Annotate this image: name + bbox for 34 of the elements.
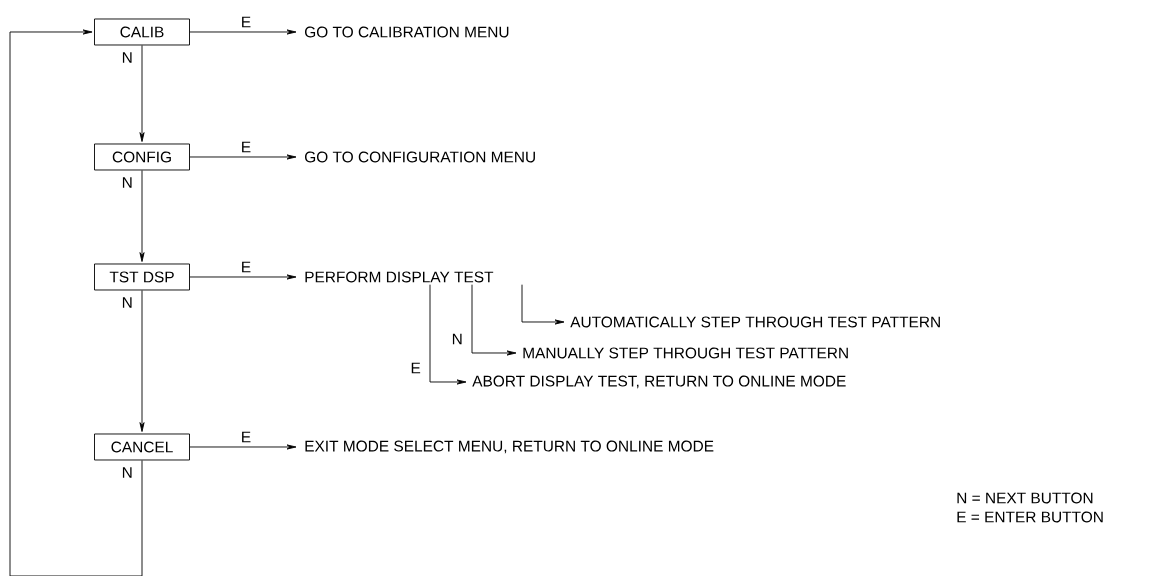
arrow xyxy=(189,154,297,160)
arrow xyxy=(189,29,297,35)
action-text: AUTOMATICALLY STEP THROUGH TEST PATTERN xyxy=(570,316,940,328)
edge-label: N xyxy=(450,332,464,346)
arrow xyxy=(9,29,143,576)
arrow xyxy=(139,170,145,262)
process-box: CANCEL xyxy=(94,433,190,461)
edge-label: E xyxy=(239,140,253,154)
arrow xyxy=(471,284,517,356)
arrow xyxy=(521,284,565,325)
arrow xyxy=(429,284,467,385)
edge-label: E xyxy=(239,15,253,29)
arrow xyxy=(139,45,145,142)
arrow xyxy=(189,444,297,450)
legend-note: E = ENTER BUTTON xyxy=(957,511,1103,523)
process-box: CALIB xyxy=(94,18,190,46)
edge-label: E xyxy=(239,430,253,444)
edge-label: N xyxy=(120,176,134,189)
action-text: GO TO CALIBRATION MENU xyxy=(305,26,509,38)
edge-label: N xyxy=(120,466,134,479)
action-text: MANUALLY STEP THROUGH TEST PATTERN xyxy=(523,347,848,359)
edge-label: E xyxy=(409,361,422,375)
action-text: PERFORM DISPLAY TEST xyxy=(305,271,494,283)
edge-label: E xyxy=(239,260,253,274)
arrow xyxy=(189,274,297,280)
edge-label: N xyxy=(120,296,134,309)
action-text: GO TO CONFIGURATION MENU xyxy=(305,151,535,163)
edge-label: N xyxy=(120,51,134,64)
process-box: TST DSP xyxy=(94,263,190,291)
action-text: ABORT DISPLAY TEST, RETURN TO ONLINE MODE xyxy=(472,375,846,389)
arrow xyxy=(139,290,145,432)
action-text: EXIT MODE SELECT MENU, RETURN TO ONLINE MODE xyxy=(305,440,714,454)
process-box: CONFIG xyxy=(94,143,190,171)
legend-note: N = NEXT BUTTON xyxy=(957,492,1093,504)
